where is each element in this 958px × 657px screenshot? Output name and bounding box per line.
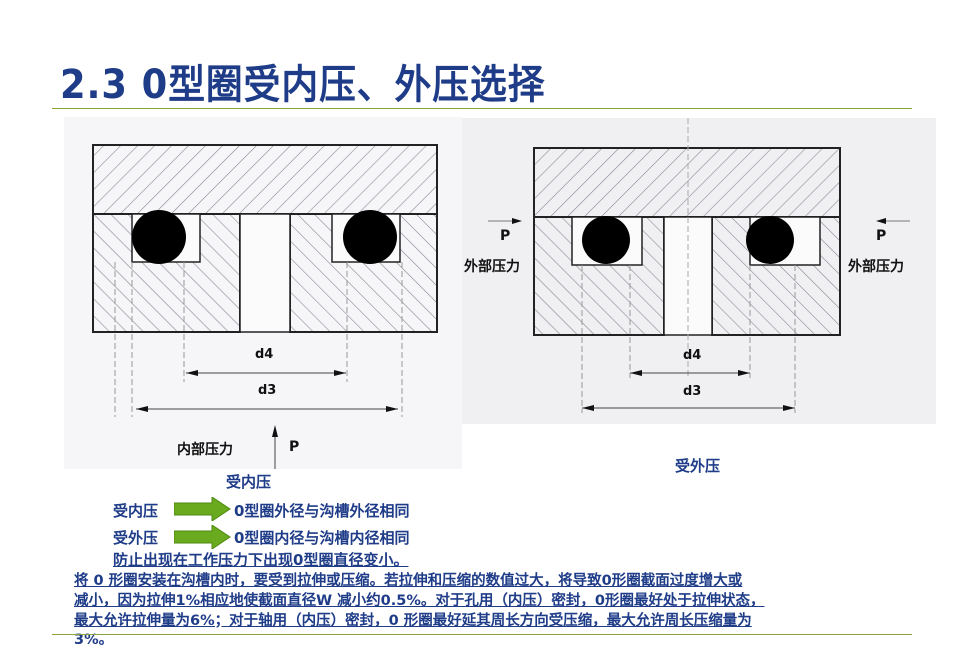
rule-result-external: 0型圈内径与沟槽内径相同 [234, 529, 410, 547]
external-pressure-label-right: 外部压力 [848, 259, 904, 275]
d4-label: d4 [683, 348, 702, 363]
bottom-divider [52, 634, 912, 635]
pressure-symbol-right: P [876, 228, 887, 244]
d3-label: d3 [258, 383, 277, 398]
paragraph-line: 减小，因为拉伸1%相应地使截面直径W 减小约0.5%。对于孔用（内压）密封，0形… [74, 592, 765, 609]
caption-external: 受外压 [675, 457, 721, 475]
figure-internal-pressure: d4 d3 内部压力 P [64, 117, 462, 469]
rule-condition-internal: 受内压 [113, 502, 159, 520]
title-divider [52, 108, 912, 109]
internal-pressure-label: 内部压力 [177, 442, 233, 458]
oring-internal-diagram [64, 117, 462, 469]
d3-label: d3 [683, 384, 702, 399]
rule-result-internal: 0型圈外径与沟槽外径相同 [234, 502, 410, 520]
green-arrow-icon [174, 525, 231, 549]
oring-external-diagram [462, 118, 936, 424]
note-text: 防止出现在工作压力下出现0型圈直径变小。 [113, 551, 409, 569]
external-pressure-label-left: 外部压力 [464, 259, 520, 275]
page-title: 2.3 0型圈受内压、外压选择 [60, 62, 546, 108]
paragraph-line: 将 0 形圈安装在沟槽内时，要受到拉伸或压缩。若拉伸和压缩的数值过大，将导致0形… [74, 573, 743, 589]
d4-label: d4 [255, 347, 274, 362]
paragraph-line: 3%。 [74, 632, 114, 649]
pressure-symbol-left: P [500, 228, 511, 244]
paragraph-line: 最大允许拉伸量为6%；对于轴用（内压）密封，0 形圈最好延其周长方向受压缩，最大… [74, 612, 752, 629]
explanation-paragraph: 将 0 形圈安装在沟槽内时，要受到拉伸或压缩。若拉伸和压缩的数值过大，将导致0形… [74, 572, 940, 651]
figure-external-pressure: d4 d3 P 外部压力 P 外部压力 [462, 118, 936, 424]
green-arrow-icon [174, 497, 231, 521]
rule-condition-external: 受外压 [113, 529, 159, 547]
pressure-symbol: P [289, 439, 300, 455]
caption-internal: 受内压 [226, 473, 272, 491]
